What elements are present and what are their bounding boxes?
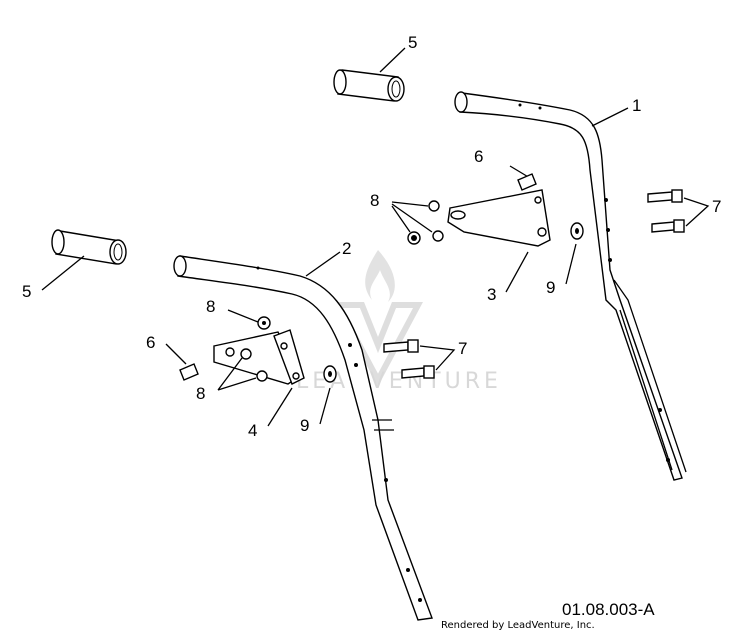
callout-6-top: 6	[474, 147, 483, 166]
callout-1: 1	[632, 96, 641, 115]
handle-2	[173, 255, 433, 621]
washer-9-left	[319, 365, 337, 425]
hardware-8-top	[391, 200, 444, 245]
hardware-8-washers	[217, 348, 268, 391]
callout-9-left: 9	[300, 416, 309, 435]
render-credit: Rendered by LeadVenture, Inc.	[441, 620, 595, 631]
callout-7-left: 7	[458, 339, 467, 358]
callout-7-top: 7	[712, 197, 721, 216]
callout-8-top: 8	[370, 191, 379, 210]
diagram-reference-code: 01.08.003-A	[562, 600, 655, 619]
v-logo-icon	[333, 302, 423, 387]
callout-8-washers: 8	[196, 384, 205, 403]
callout-6-left: 6	[146, 333, 155, 352]
callout-2: 2	[342, 239, 351, 258]
washer-9-right	[565, 222, 584, 285]
callout-9-right: 9	[546, 278, 555, 297]
bolt-6-top	[509, 165, 537, 191]
bracket-4	[213, 329, 305, 385]
flame-icon	[365, 250, 395, 302]
bolt-6-left	[165, 343, 199, 381]
callout-5-top: 5	[408, 33, 417, 52]
grip-5-top	[333, 69, 405, 102]
callout-5-left: 5	[22, 282, 31, 301]
grip-5-left	[51, 229, 127, 265]
bolt-7-top	[647, 189, 710, 233]
hardware-8-nut	[227, 309, 271, 330]
callout-4: 4	[248, 421, 257, 440]
callout-8-nut: 8	[206, 297, 215, 316]
bracket-3	[447, 189, 551, 247]
bolt-7-left	[383, 339, 456, 379]
callout-3: 3	[487, 285, 496, 304]
handle-1	[454, 91, 687, 481]
